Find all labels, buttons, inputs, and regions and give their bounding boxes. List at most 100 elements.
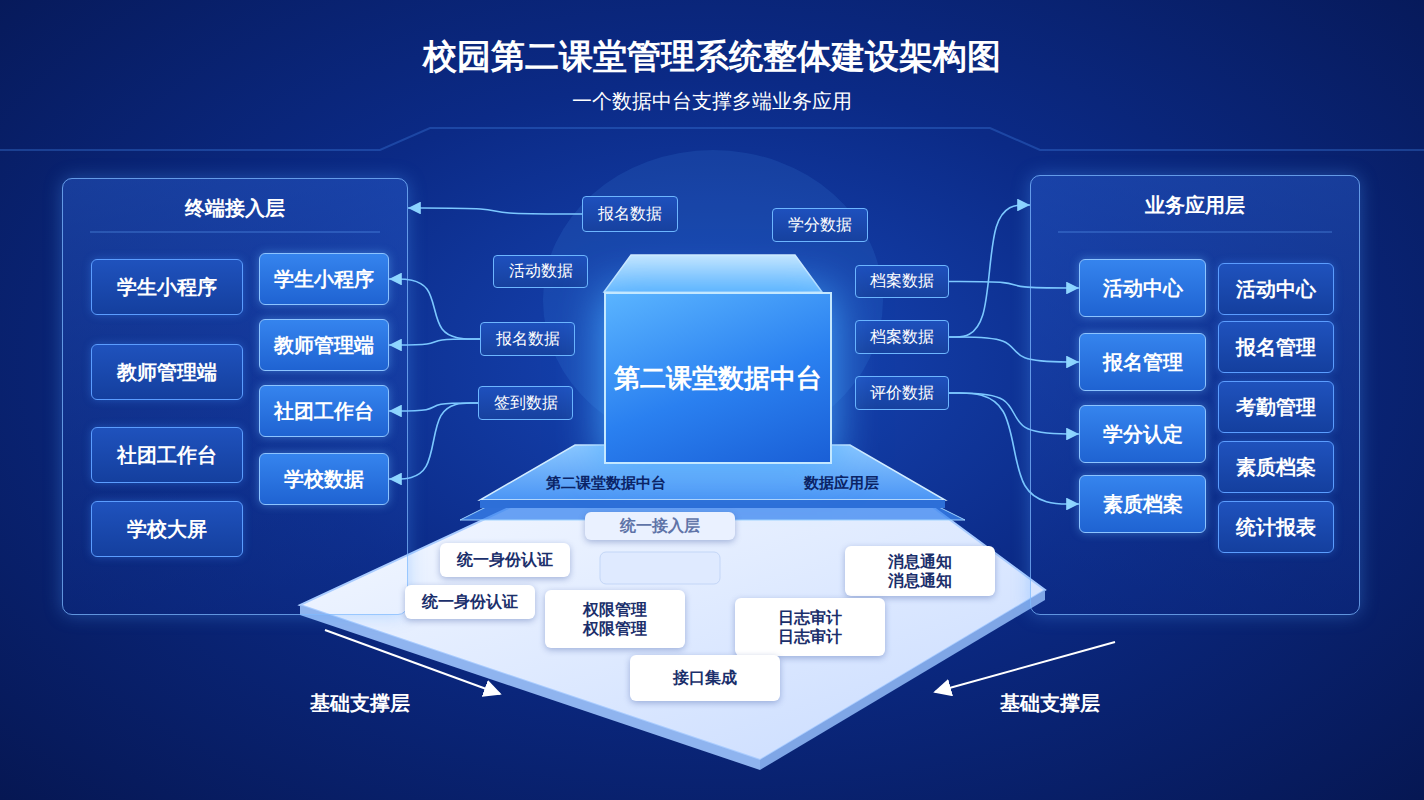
terminal-box: 社团工作台 (91, 427, 243, 483)
data-tag: 学分数据 (772, 208, 868, 242)
node-label: 活动中心 (1103, 275, 1183, 302)
data-tag: 报名数据 (582, 196, 678, 232)
platform-edge (760, 590, 1045, 770)
node-label: 签到数据 (494, 393, 558, 414)
app-box: 素质档案 (1079, 475, 1206, 533)
base-arrow (935, 642, 1115, 692)
data-cube: 第二课堂数据中台 (604, 292, 832, 464)
terminal-box: 学生小程序 (259, 253, 389, 305)
base-platform (300, 505, 1045, 760)
node-label: 报名管理 (1103, 349, 1183, 376)
terminal-box: 教师管理端 (91, 344, 243, 400)
node-label: 考勤管理 (1236, 394, 1316, 421)
node-label: 数据应用层 (804, 474, 879, 493)
data-tag: 报名数据 (480, 322, 575, 356)
node-label: 学生小程序 (274, 266, 374, 293)
app-box: 素质档案 (1218, 441, 1334, 493)
blank-tile (600, 552, 720, 584)
layer-plate: 第二课堂数据中台 数据应用层 (540, 470, 885, 496)
layer-panel: 业务应用层活动中心活动中心报名管理报名管理学分认定考勤管理素质档案素质档案统计报… (1030, 175, 1360, 615)
data-flow-arrow (389, 279, 480, 339)
service-tile: 权限管理权限管理 (545, 590, 685, 648)
node-label: 教师管理端 (274, 332, 374, 359)
service-tile: 消息通知消息通知 (845, 546, 995, 596)
data-flow-arrow (949, 337, 1079, 362)
node-label: 第二课堂数据中台 (614, 361, 822, 396)
header-rule (1058, 232, 1332, 233)
service-tile: 统一身份认证 (440, 543, 570, 577)
node-label: 报名管理 (1236, 334, 1316, 361)
app-box: 报名管理 (1218, 321, 1334, 373)
panel-fill (62, 178, 408, 615)
node-label: 学生小程序 (117, 274, 217, 301)
subtitle: 一个数据中台支撑多端业务应用 (0, 88, 1424, 115)
node-label: 统一接入层 (620, 516, 700, 535)
node-label: 统一身份认证 (457, 550, 553, 569)
data-flow-arrow (949, 393, 1079, 434)
service-tile: 接口集成 (630, 655, 780, 701)
data-tag: 评价数据 (855, 376, 949, 410)
data-tag: 活动数据 (493, 255, 588, 288)
header-rule (90, 232, 380, 233)
app-box: 活动中心 (1218, 263, 1334, 315)
node-label: 消息通知 (888, 571, 952, 590)
node-label: 教师管理端 (117, 359, 217, 386)
layer-name: 基础支撑层 (1000, 690, 1100, 717)
app-box: 统计报表 (1218, 501, 1334, 553)
terminal-box: 学校数据 (259, 453, 389, 505)
node-label: 活动数据 (509, 261, 573, 282)
node-label: 报名数据 (496, 329, 560, 350)
node-label: 学分数据 (788, 215, 852, 236)
panel-heading: 终端接入层 (63, 195, 407, 222)
node-label: 报名数据 (598, 204, 662, 225)
data-flow-arrow (389, 403, 478, 411)
app-box: 考勤管理 (1218, 381, 1334, 433)
node-label: 评价数据 (870, 383, 934, 404)
node-label: 学校大屏 (127, 516, 207, 543)
node-label: 权限管理 (583, 600, 647, 619)
data-flow-arrow (389, 339, 480, 345)
base-arrow (325, 630, 500, 694)
data-tag: 档案数据 (855, 265, 949, 298)
node-label: 活动中心 (1236, 276, 1316, 303)
node-label: 素质档案 (1103, 491, 1183, 518)
node-label: 第二课堂数据中台 (546, 474, 666, 493)
panel-fill (1030, 175, 1360, 615)
data-flow-arrow (949, 393, 1079, 504)
diagram-title: 校园第二课堂管理系统整体建设架构图 (0, 34, 1424, 80)
terminal-box: 学生小程序 (91, 259, 243, 315)
node-label: 档案数据 (870, 327, 934, 348)
data-tag: 签到数据 (478, 386, 573, 420)
service-tile: 统一接入层 (585, 512, 735, 540)
data-flow-arrow (949, 282, 1079, 289)
layer-panel: 终端接入层学生小程序学生小程序教师管理端教师管理端社团工作台社团工作台学校大屏学… (62, 178, 408, 615)
node-label: 素质档案 (1236, 454, 1316, 481)
layer-name: 基础支撑层 (310, 690, 410, 717)
terminal-box: 学校大屏 (91, 501, 243, 557)
node-label: 日志审计 (778, 608, 842, 627)
terminal-box: 社团工作台 (259, 385, 389, 437)
node-label: 权限管理 (583, 619, 647, 638)
data-flow-arrow (389, 403, 478, 479)
header-beam (0, 128, 1424, 150)
node-label: 日志审计 (778, 627, 842, 646)
service-tile: 日志审计日志审计 (735, 598, 885, 656)
app-box: 活动中心 (1079, 259, 1206, 317)
node-label: 社团工作台 (117, 442, 217, 469)
app-box: 学分认定 (1079, 405, 1206, 463)
node-label: 学校数据 (284, 466, 364, 493)
terminal-box: 教师管理端 (259, 319, 389, 371)
node-label: 统一身份认证 (422, 592, 518, 611)
plate-edge (480, 500, 945, 508)
data-flow-arrow (408, 208, 582, 214)
service-tile: 统一身份认证 (405, 585, 535, 619)
panel-heading: 业务应用层 (1031, 192, 1359, 219)
node-label: 消息通知 (888, 552, 952, 571)
data-flow-arrow (949, 205, 1030, 337)
data-tag: 档案数据 (855, 320, 949, 354)
app-box: 报名管理 (1079, 333, 1206, 391)
node-label: 接口集成 (673, 668, 737, 687)
node-label: 社团工作台 (274, 398, 374, 425)
node-label: 统计报表 (1236, 514, 1316, 541)
